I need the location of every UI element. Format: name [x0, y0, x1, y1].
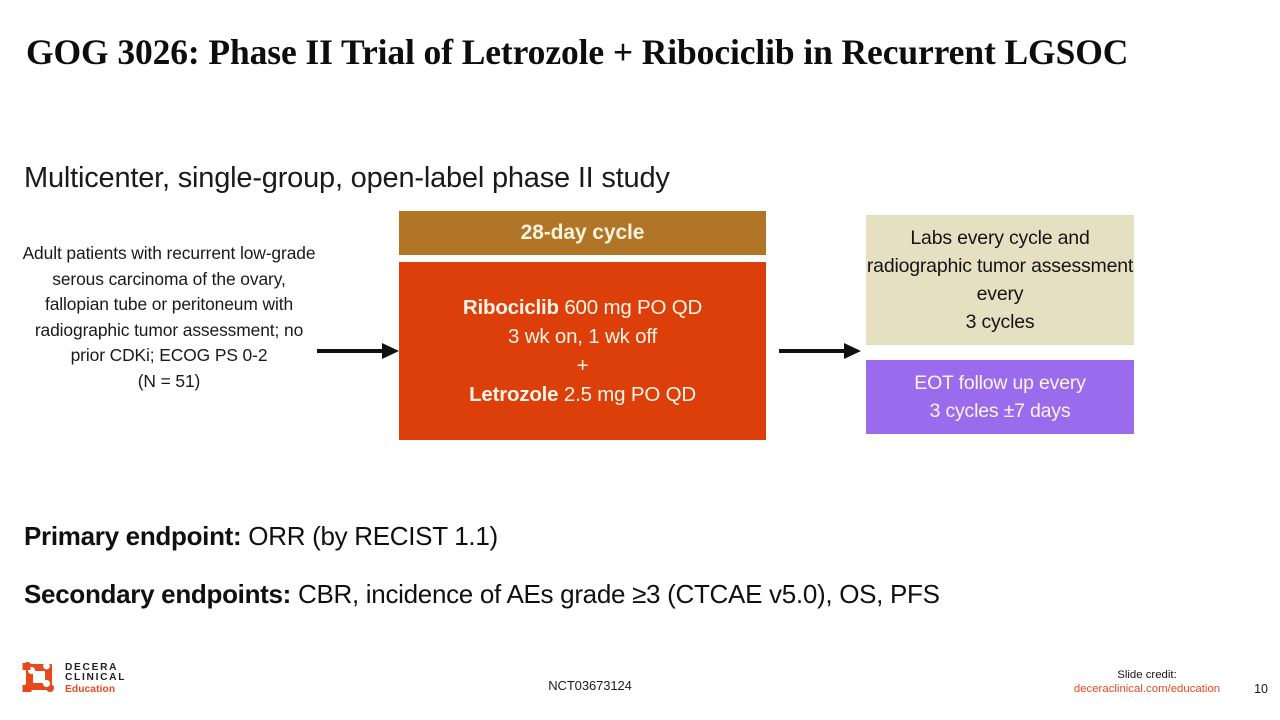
logo-line-clinical: CLINICAL	[65, 672, 127, 684]
primary-endpoint: Primary endpoint: ORR (by RECIST 1.1)	[24, 519, 498, 553]
primary-endpoint-label: Primary endpoint:	[24, 521, 242, 551]
page-title: GOG 3026: Phase II Trial of Letrozole + …	[26, 32, 1129, 72]
logo-line-decera: DECERA	[65, 661, 119, 673]
drug2-name: Letrozole	[469, 383, 559, 406]
logo-line-education: Education	[65, 683, 116, 695]
secondary-endpoint-value: CBR, incidence of AEs grade ≥3 (CTCAE v5…	[291, 579, 940, 609]
regimen-box: Ribociclib 600 mg PO QD 3 wk on, 1 wk of…	[399, 262, 766, 440]
regimen-drug2-line: Letrozole 2.5 mg PO QD	[469, 380, 696, 409]
drug2-dose: 2.5 mg PO QD	[558, 383, 696, 406]
plus-sign: +	[576, 354, 589, 377]
slide-credit-label: Slide credit:	[1117, 669, 1177, 681]
arrow-population-to-treatment	[316, 340, 400, 362]
cycle-length-banner: 28-day cycle	[399, 211, 766, 255]
logo-wordmark: DECERA CLINICAL Education	[65, 661, 127, 696]
drug1-schedule: 3 wk on, 1 wk off	[508, 325, 657, 348]
population-description: Adult patients with recurrent low-grade …	[22, 243, 316, 391]
slide-credit-url[interactable]: deceraclinical.com/education	[1073, 683, 1221, 695]
assessment-box: Labs every cycle and radiographic tumor …	[866, 215, 1134, 345]
decera-logo-icon	[22, 662, 56, 696]
primary-endpoint-value: ORR (by RECIST 1.1)	[241, 521, 498, 551]
secondary-endpoint-label: Secondary endpoints:	[24, 579, 292, 609]
page-number: 10	[1254, 682, 1268, 696]
drug1-name: Ribociclib	[462, 296, 559, 319]
brand-logo: DECERA CLINICAL Education	[22, 662, 126, 696]
arrow-treatment-to-assessment	[778, 340, 862, 362]
drug1-dose: 600 mg PO QD	[558, 296, 703, 319]
regimen-drug1-line: Ribociclib 600 mg PO QD	[463, 293, 702, 322]
secondary-endpoint: Secondary endpoints: CBR, incidence of A…	[24, 577, 940, 611]
trial-registration-id: NCT03673124	[548, 678, 632, 693]
slide-credit: Slide credit: deceraclinical.com/educati…	[1052, 668, 1242, 696]
slide-subtitle: Multicenter, single-group, open-label ph…	[24, 162, 670, 194]
